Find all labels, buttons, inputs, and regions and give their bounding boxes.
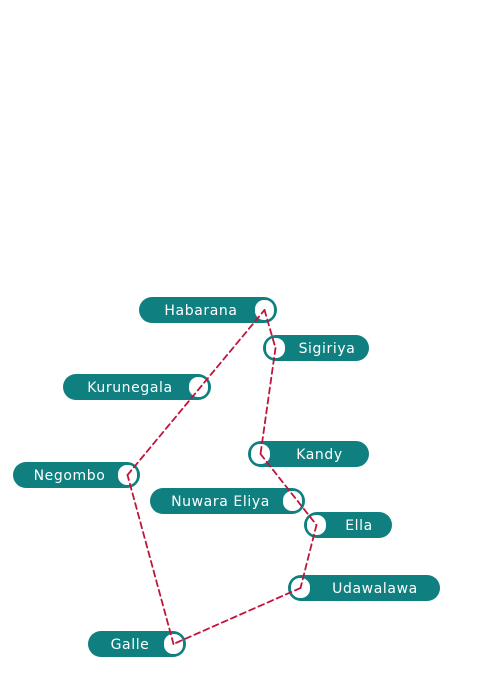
place-nuwara-eliya[interactable]: Nuwara Eliya (150, 488, 305, 514)
route-segment-habarana-sigiriya (263, 309, 277, 349)
place-pill (150, 488, 305, 514)
route-segment-ella-udawalawa (299, 524, 318, 589)
place-kandy[interactable]: Kandy (248, 441, 369, 467)
route-segment-sigiriya-kandy (259, 347, 277, 455)
place-pill (13, 462, 140, 488)
route-layer (126, 309, 318, 645)
place-pill (248, 441, 369, 467)
place-label: Nuwara Eliya (171, 494, 270, 510)
place-label: Habarana (164, 303, 237, 319)
place-pill (63, 374, 211, 400)
place-label: Ella (345, 518, 373, 534)
place-pill (263, 335, 369, 361)
route-segment-udawalawa-galle (172, 587, 302, 645)
place-pill (288, 575, 440, 601)
place-pill (88, 631, 186, 657)
route-segment-negombo-habarana (126, 309, 266, 476)
place-label: Galle (111, 637, 150, 653)
place-kurunegala[interactable]: Kurunegala (63, 374, 211, 400)
location-marker-icon (189, 377, 208, 397)
place-label: Kurunegala (87, 380, 172, 396)
place-pills-layer: HabaranaSigiriyaKurunegalaKandyNegomboNu… (13, 297, 440, 657)
place-label: Udawalawa (332, 581, 418, 597)
place-label: Kandy (296, 447, 343, 463)
route-segment-kandy-ella (259, 453, 318, 526)
place-label: Negombo (34, 468, 106, 484)
place-udawalawa[interactable]: Udawalawa (288, 575, 440, 601)
route-segment-galle-negombo (126, 474, 175, 645)
place-sigiriya[interactable]: Sigiriya (263, 335, 369, 361)
place-habarana[interactable]: Habarana (139, 297, 277, 323)
place-negombo[interactable]: Negombo (13, 462, 140, 488)
place-label: Sigiriya (299, 341, 356, 357)
place-pill (139, 297, 277, 323)
location-marker-icon (283, 491, 302, 511)
place-pill (304, 512, 392, 538)
